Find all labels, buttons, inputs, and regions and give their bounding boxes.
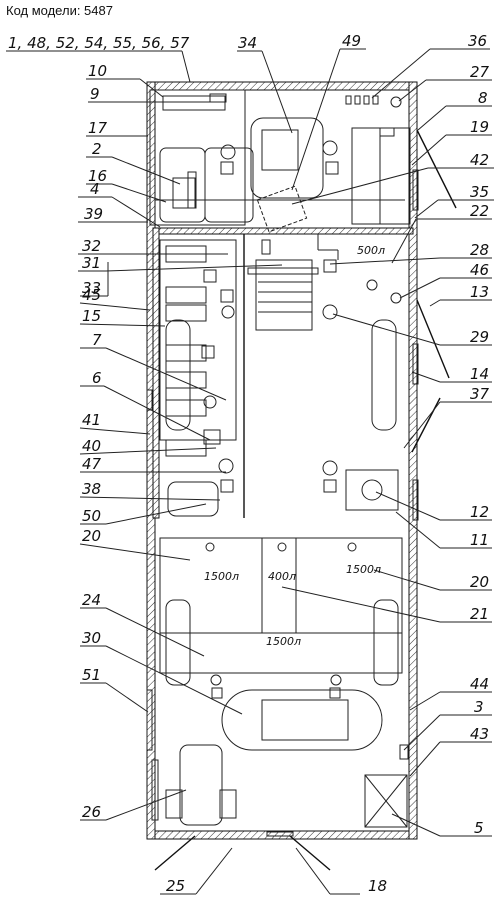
callout-20-left: 20 — [82, 527, 101, 545]
tank-label-1500-left: 1500л — [204, 570, 239, 583]
callout-8: 8 — [478, 89, 488, 107]
lower-tanks — [151, 537, 409, 828]
callout-numbers: 1, 48, 52, 54, 55, 56, 57 34 49 36 10 27… — [8, 32, 490, 895]
cylinder-rack — [159, 239, 237, 517]
callout-7: 7 — [92, 331, 102, 349]
callout-4: 4 — [90, 180, 100, 198]
callout-31: 31 — [82, 254, 101, 272]
callout-42: 42 — [470, 151, 489, 169]
callout-16: 16 — [88, 167, 107, 185]
tank-label-400: 400л — [268, 570, 296, 583]
leader-lines — [6, 48, 494, 895]
callout-14: 14 — [470, 365, 489, 383]
callout-49: 49 — [342, 32, 361, 50]
callout-51: 51 — [82, 666, 101, 684]
callout-13: 13 — [470, 283, 489, 301]
callout-5: 5 — [474, 819, 484, 837]
callout-45: 45 — [82, 286, 101, 304]
tank-label-1500-bottom: 1500л — [266, 635, 301, 648]
callout-20-right: 20 — [470, 573, 489, 591]
callout-27: 27 — [470, 63, 490, 81]
top-compartment-equipment — [155, 93, 411, 233]
callout-36: 36 — [468, 32, 487, 50]
callout-11: 11 — [470, 531, 489, 549]
callout-21: 21 — [470, 605, 489, 623]
callout-38: 38 — [82, 480, 101, 498]
callout-32: 32 — [82, 237, 101, 255]
callout-47: 47 — [82, 455, 102, 473]
callout-37: 37 — [470, 385, 490, 403]
callout-19: 19 — [470, 118, 489, 136]
callout-2: 2 — [92, 140, 102, 158]
callout-25: 25 — [166, 877, 185, 895]
callout-40: 40 — [82, 437, 101, 455]
callout-41: 41 — [82, 411, 101, 429]
callout-18: 18 — [368, 877, 387, 895]
central-unit — [247, 234, 402, 511]
callout-46: 46 — [470, 261, 489, 279]
tank-label-1500-right: 1500л — [346, 563, 381, 576]
callout-10: 10 — [88, 62, 107, 80]
callout-22: 22 — [470, 202, 489, 220]
callout-9: 9 — [90, 85, 100, 103]
callout-43: 43 — [470, 725, 489, 743]
callout-26: 26 — [82, 803, 101, 821]
callout-30: 30 — [82, 629, 101, 647]
callout-34: 34 — [238, 34, 257, 52]
callout-12: 12 — [470, 503, 489, 521]
callout-35: 35 — [470, 183, 489, 201]
callout-39: 39 — [84, 205, 103, 223]
callout-15: 15 — [82, 307, 101, 325]
callout-50: 50 — [82, 507, 101, 525]
model-code-label: Код модели: 5487 — [6, 3, 113, 18]
callout-24: 24 — [82, 591, 101, 609]
callout-6: 6 — [92, 369, 102, 387]
callout-28: 28 — [470, 241, 489, 259]
callout-17: 17 — [88, 119, 108, 137]
callout-44: 44 — [470, 675, 489, 693]
callout-3: 3 — [474, 698, 484, 716]
callout-1: 1, 48, 52, 54, 55, 56, 57 — [8, 34, 190, 52]
callout-29: 29 — [470, 328, 489, 346]
callout-33: 33 — [82, 279, 101, 297]
tank-label-500: 500л — [357, 244, 385, 257]
container-walls — [146, 81, 418, 840]
doors-and-panels — [146, 129, 457, 871]
